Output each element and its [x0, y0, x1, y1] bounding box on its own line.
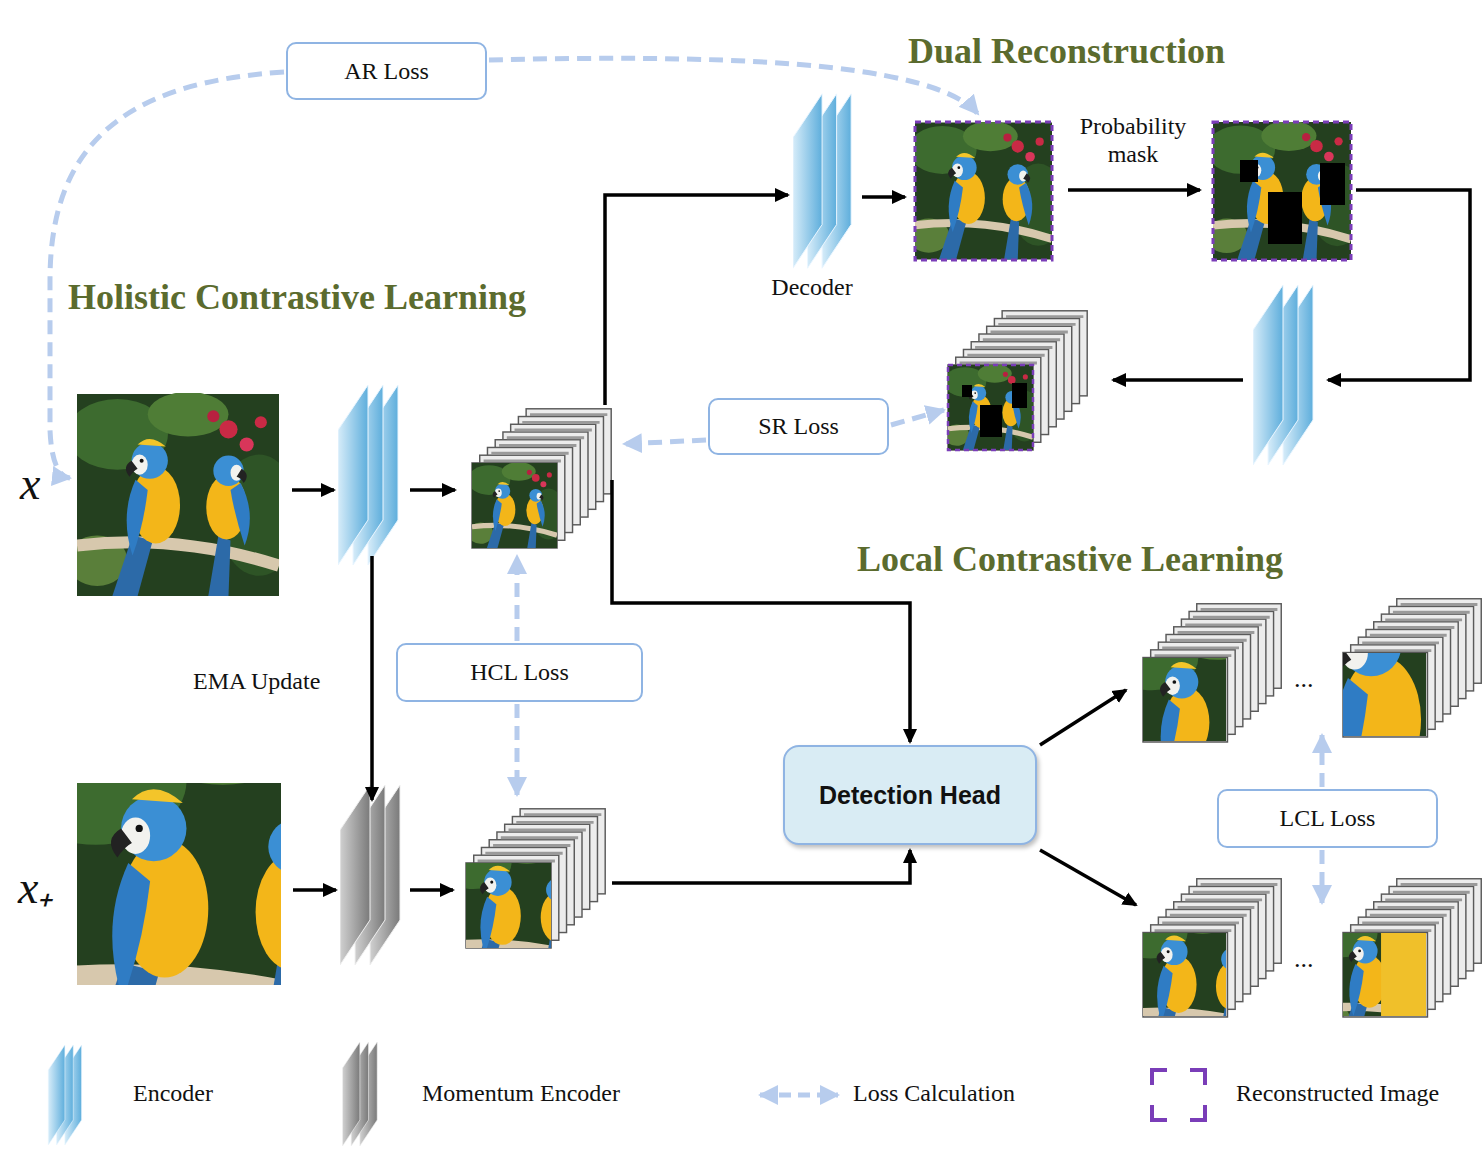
panel-background [10, 240, 646, 1032]
legend-label: Momentum Encoder [422, 1080, 620, 1107]
panel-heading: Local Contrastive Learning [857, 538, 1283, 580]
loss-box: LCL Loss [1217, 789, 1438, 848]
legend-sample [48, 1042, 1205, 1146]
encoder-symbol [338, 94, 1313, 965]
loss-label: LCL Loss [1280, 805, 1376, 832]
input-symbol: x [20, 458, 40, 511]
loss-label: SR Loss [758, 413, 839, 440]
loss-arrow [50, 58, 1322, 903]
legend-label: Reconstructed Image [1236, 1080, 1439, 1107]
input-symbol: x₊ [18, 862, 54, 915]
panel-heading: Dual Reconstruction [908, 30, 1225, 72]
loss-label: AR Loss [344, 58, 429, 85]
loss-label: HCL Loss [470, 659, 568, 686]
ellipsis: ... [1294, 664, 1314, 694]
panel-heading: Holistic Contrastive Learning [68, 276, 526, 318]
loss-box: SR Loss [708, 398, 889, 455]
arrow-label: EMA Update [193, 668, 320, 696]
detection-head-box: Detection Head [783, 745, 1037, 845]
section-panel: Holistic Contrastive LearningHCL Loss [10, 240, 646, 1032]
ellipsis: ... [1294, 944, 1314, 974]
box-label: Detection Head [819, 781, 1001, 810]
legend-label: Encoder [133, 1080, 213, 1107]
arrow-label: Probability mask [1063, 113, 1203, 168]
section-panel: Local Contrastive LearningDetection Head… [685, 530, 1483, 1032]
loss-box: AR Loss [286, 42, 487, 100]
loss-box: HCL Loss [396, 643, 643, 702]
component-label: Decoder [752, 274, 872, 302]
legend-label: Loss Calculation [853, 1080, 1015, 1107]
section-panel: Dual Reconstruction AR Loss SR Loss [10, 10, 1483, 500]
